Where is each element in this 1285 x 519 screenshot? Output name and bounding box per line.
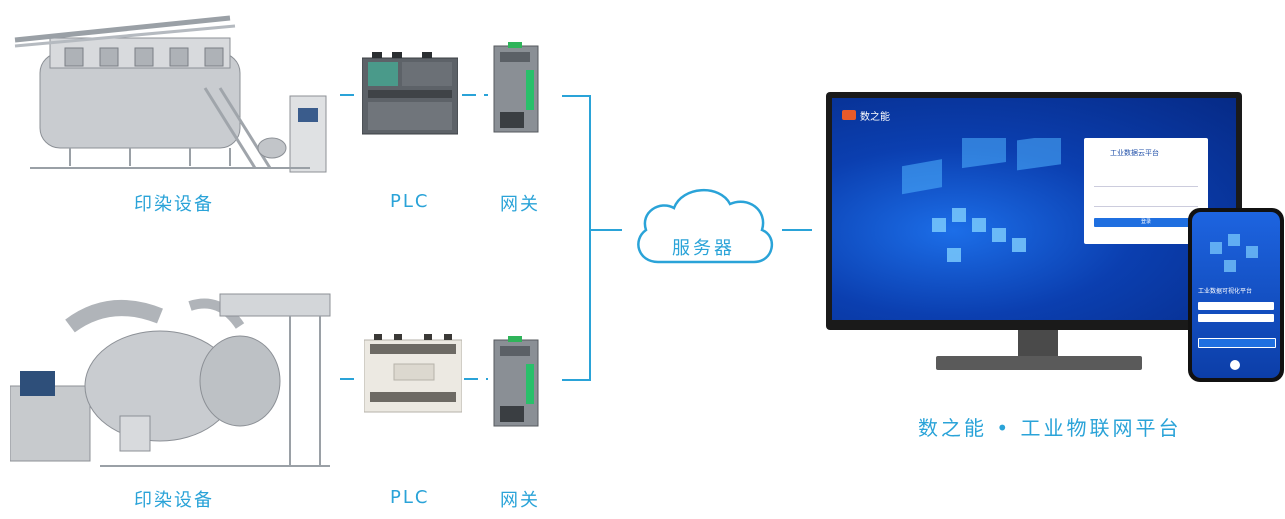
monitor: 数之能 工业数据云平台 登录 (826, 92, 1242, 330)
login-button-label: 登录 (1140, 219, 1151, 225)
password-field[interactable] (1094, 196, 1198, 207)
plc-image-top (362, 52, 458, 135)
monitor-screen: 数之能 工业数据云平台 登录 (832, 98, 1236, 320)
plc-label-top: PLC (390, 191, 430, 212)
gateway-image-top (493, 42, 539, 133)
mobile-title: 工业数据可视化平台 (1198, 288, 1253, 295)
username-field[interactable] (1094, 176, 1198, 187)
login-title: 工业数据云平台 (1110, 149, 1159, 157)
plc-image-bottom (364, 334, 462, 413)
dyeing-machine-image-top (14, 15, 327, 173)
mobile-password-field[interactable] (1198, 314, 1274, 322)
mobile-username-field[interactable] (1198, 302, 1274, 310)
plc-label-bottom: PLC (390, 487, 430, 508)
brand-logo (842, 110, 856, 120)
phone-illustration (1210, 234, 1258, 272)
server-label: 服务器 (672, 238, 735, 259)
phone-screen: 工业数据可视化平台 (1192, 212, 1280, 378)
equipment-label-top: 印染设备 (134, 194, 214, 215)
brand-name: 数之能 (860, 112, 890, 123)
gateway-label-bottom: 网关 (500, 490, 540, 511)
gateway-label-top: 网关 (500, 194, 540, 215)
login-button[interactable]: 登录 (1094, 218, 1198, 227)
equipment-label-bottom: 印染设备 (134, 490, 214, 511)
dashboard-illustration (902, 138, 1061, 262)
platform-caption: 数之能 • 工业物联网平台 (918, 416, 1182, 440)
dyeing-machine-image-bottom (10, 293, 331, 467)
login-card: 工业数据云平台 登录 (1084, 138, 1208, 244)
gateway-image-bottom (493, 336, 539, 427)
mobile-login-button[interactable] (1198, 338, 1276, 348)
user-icon (1230, 360, 1240, 370)
cloud-icon (637, 189, 774, 264)
phone: 工业数据可视化平台 (1188, 208, 1284, 382)
monitor-base (936, 356, 1142, 370)
monitor-stand (1018, 330, 1058, 360)
